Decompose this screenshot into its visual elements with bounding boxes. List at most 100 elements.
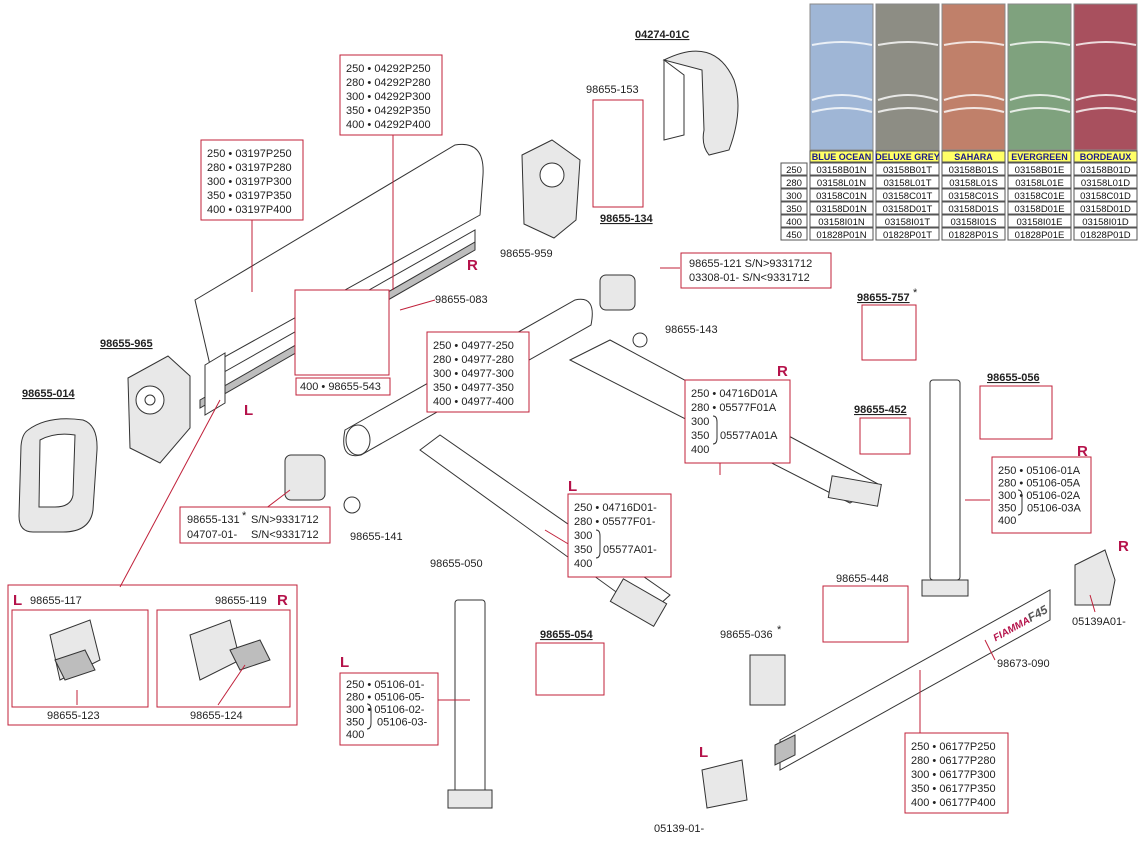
box-04716-left xyxy=(567,493,672,578)
box-line-b05106L: 350 xyxy=(346,717,364,729)
code-cell xyxy=(1007,188,1072,202)
box-line-b03197: 280 • 03197P280 xyxy=(207,162,292,174)
box-98655-056 xyxy=(979,385,1053,440)
side-mark-l-cap: L xyxy=(699,744,708,761)
code-cell xyxy=(875,227,940,241)
swatch-name-bg xyxy=(941,150,1006,163)
box-line-b03197: 250 • 03197P250 xyxy=(207,148,292,160)
side-mark-r-kit: R xyxy=(277,592,288,609)
box-line-b04292: 350 • 04292P350 xyxy=(346,105,431,117)
swatch-name: BORDEAUX xyxy=(1080,152,1132,162)
fabric-code: 03158I01T xyxy=(885,217,931,228)
code-cell xyxy=(809,162,874,176)
box-line-b04716R: 300 xyxy=(691,416,709,428)
label-98655-083: 98655-083 xyxy=(435,294,488,306)
box-line-b06177: 300 • 06177P300 xyxy=(911,769,996,781)
fabric-code: 01828P01E xyxy=(1015,230,1065,241)
size-label: 350 xyxy=(786,204,802,215)
code-cell xyxy=(1073,175,1138,189)
side-mark-r-leg: R xyxy=(1077,443,1088,460)
code-cell xyxy=(875,175,940,189)
box-line-b04716R: 05577A01A xyxy=(720,430,778,442)
box-line-b04716L: 400 xyxy=(574,558,592,570)
box-line-b98655_131: 04707-01- xyxy=(187,529,237,541)
box-06177 xyxy=(904,732,1009,814)
code-cell xyxy=(1007,175,1072,189)
size-cell xyxy=(780,162,808,176)
bracket xyxy=(712,415,718,445)
code-cell xyxy=(1073,162,1138,176)
box-line-b05106L: 05106-03- xyxy=(377,717,427,729)
label-98655-036: 98655-036 xyxy=(720,629,773,641)
side-mark-l-arm: L xyxy=(568,478,577,495)
swatch-name: SAHARA xyxy=(954,152,993,162)
code-cell xyxy=(809,175,874,189)
leg-left xyxy=(447,599,493,809)
box-line-b98655_131: S/N<9331712 xyxy=(251,529,319,541)
front-bar xyxy=(774,589,1051,771)
swatch-deluxe-grey xyxy=(875,3,940,151)
side-mark-r-cap: R xyxy=(1118,538,1129,555)
box-line-b04716R: 280 • 05577F01A xyxy=(691,402,777,414)
label-98655-050: 98655-050 xyxy=(430,558,483,570)
fabric-code: 03158C01S xyxy=(948,191,998,202)
label-98655-965: 98655-965 xyxy=(100,338,153,350)
box-line-b05106L: 250 • 05106-01- xyxy=(346,679,425,691)
label-98655-054: 98655-054 xyxy=(540,629,593,641)
box-98655-448 xyxy=(822,585,909,643)
fabric-code: 03158L01D xyxy=(1081,178,1130,189)
leader-lines xyxy=(76,115,1096,740)
code-cell xyxy=(1073,188,1138,202)
swatch-name: DELUXE GREY xyxy=(875,152,940,162)
label-98655-119: 98655-119 xyxy=(215,595,267,607)
size-cell xyxy=(780,227,808,241)
fabric-code: 03158C01T xyxy=(883,191,933,202)
fabric-code: 03158L01T xyxy=(883,178,931,189)
label-98655-143: 98655-143 xyxy=(665,324,718,336)
label-98655-014: 98655-014 xyxy=(22,388,75,400)
left-bracket-965 xyxy=(127,355,191,464)
box-line-b03197: 400 • 03197P400 xyxy=(207,204,292,216)
label-98655-123: 98655-123 xyxy=(47,710,100,722)
box-line-b06177: 280 • 06177P280 xyxy=(911,755,996,767)
fabric-code: 03158C01D xyxy=(1080,191,1131,202)
code-cell xyxy=(809,201,874,215)
box-line-b04716R: 250 • 04716D01A xyxy=(691,388,778,400)
label-98655-959: 98655-959 xyxy=(500,248,553,260)
label-05139-01: 05139-01- xyxy=(654,823,704,835)
code-cell xyxy=(1007,201,1072,215)
label-98673-090: 98673-090 xyxy=(997,658,1050,670)
label-98655-141: 98655-141 xyxy=(350,531,403,543)
box-line-b98655_131: S/N>9331712 xyxy=(251,514,319,526)
code-cell xyxy=(875,214,940,228)
size-label: 400 xyxy=(786,217,802,228)
code-cell xyxy=(809,214,874,228)
box-line-b04716L: 05577A01- xyxy=(603,544,657,556)
label-98655-056: 98655-056 xyxy=(987,372,1040,384)
size-label: 450 xyxy=(786,230,802,241)
box-line-b06177: 250 • 06177P250 xyxy=(911,741,996,753)
fabric-code: 01828P01S xyxy=(949,230,999,241)
box-05106-left xyxy=(339,672,439,746)
box-line-b04292: 400 • 04292P400 xyxy=(346,119,431,131)
box-line-b04716R: 400 xyxy=(691,444,709,456)
size-label: 300 xyxy=(786,191,802,202)
code-cell xyxy=(1073,201,1138,215)
code-cell xyxy=(1007,162,1072,176)
box-line-b04977: 400 • 04977-400 xyxy=(433,396,514,408)
box-hinge xyxy=(294,289,390,376)
swatch-blue-ocean xyxy=(809,3,874,151)
label-05139A01: 05139A01- xyxy=(1072,616,1126,628)
box-98655-153 xyxy=(592,99,644,208)
fabric-code: 03158C01E xyxy=(1014,191,1064,202)
side-mark-l-leg: L xyxy=(340,654,349,671)
bracket xyxy=(366,703,372,730)
fabric-code: 03158I01E xyxy=(1017,217,1063,228)
box-04716-right xyxy=(684,379,791,464)
box-line-b04292: 280 • 04292P280 xyxy=(346,77,431,89)
fabric-code: 03158B01T xyxy=(883,165,932,176)
code-cell xyxy=(941,188,1006,202)
label-98655-452: 98655-452 xyxy=(854,404,907,416)
box-98655-131 xyxy=(179,506,331,544)
